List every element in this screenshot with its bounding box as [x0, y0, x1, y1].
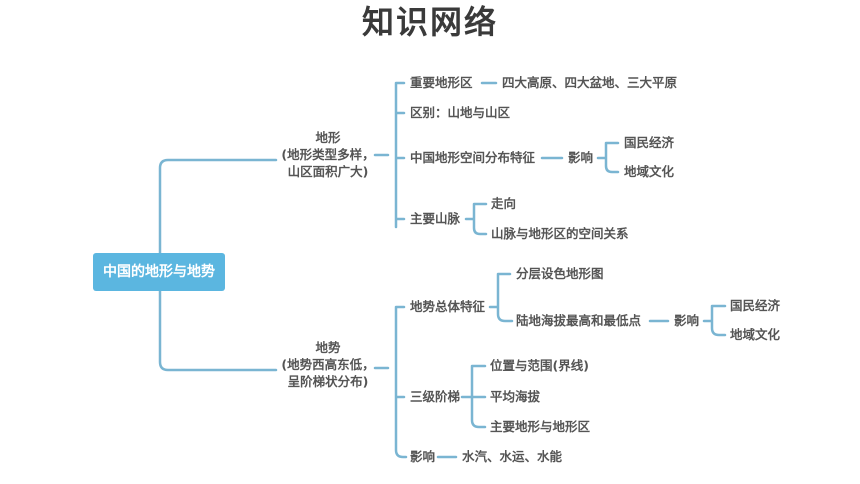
- node-relief-economy: 国民经济: [730, 298, 781, 313]
- node-water-impact: 水汽、水运、水能: [462, 449, 563, 464]
- node-step-elevation: 平均海拔: [490, 389, 541, 404]
- node-major-mountains: 主要山脉: [410, 211, 461, 226]
- node-relief-impact: 影响: [410, 449, 436, 464]
- branch-terrain-line3: 山区面积广大): [287, 164, 369, 179]
- root-node: 中国的地形与地势: [93, 253, 225, 291]
- branch-relief-line2: (地势西高东低，: [281, 357, 375, 372]
- node-landform-regions-leaf: 四大高原、四大盆地、三大平原: [502, 75, 678, 90]
- node-mountain-vs-region: 区别：山地与山区: [410, 105, 511, 120]
- node-step-location: 位置与范围(界线): [490, 358, 589, 373]
- connector-terrain: [373, 81, 406, 229]
- connector-relief-leaves: [436, 272, 727, 459]
- connector-relief: [373, 305, 408, 459]
- node-terrain-economy: 国民经济: [624, 135, 675, 150]
- page-title: 知识网络: [361, 3, 498, 41]
- connector-terrain-leaves: [464, 81, 620, 236]
- node-major-landform-regions: 重要地形区: [410, 75, 473, 90]
- node-relief-influence: 影响: [674, 313, 700, 328]
- branch-terrain-line2: (地形类型多样，: [281, 147, 375, 162]
- branch-relief: 地势 (地势西高东低， 呈阶梯状分布): [268, 339, 388, 390]
- node-step-landforms: 主要地形与地形区: [490, 419, 591, 434]
- node-relief-culture: 地域文化: [730, 327, 781, 342]
- node-mountain-relation: 山脉与地形区的空间关系: [491, 226, 629, 241]
- node-terrain-culture: 地域文化: [624, 164, 675, 179]
- branch-relief-line3: 呈阶梯状分布): [287, 374, 369, 389]
- node-relief-features: 地势总体特征: [410, 299, 486, 314]
- node-landform-distribution: 中国地形空间分布特征: [410, 150, 536, 165]
- connector-root: [158, 158, 278, 372]
- node-terrain-influence: 影响: [568, 150, 594, 165]
- branch-relief-title: 地势: [315, 340, 341, 355]
- branch-terrain: 地形 (地形类型多样， 山区面积广大): [268, 129, 388, 180]
- node-layered-map: 分层设色地形图: [516, 266, 604, 281]
- node-mountain-trend: 走向: [491, 196, 517, 211]
- branch-terrain-title: 地形: [315, 130, 341, 145]
- node-three-steps: 三级阶梯: [410, 389, 461, 404]
- node-highest-lowest: 陆地海拔最高和最低点: [516, 313, 642, 328]
